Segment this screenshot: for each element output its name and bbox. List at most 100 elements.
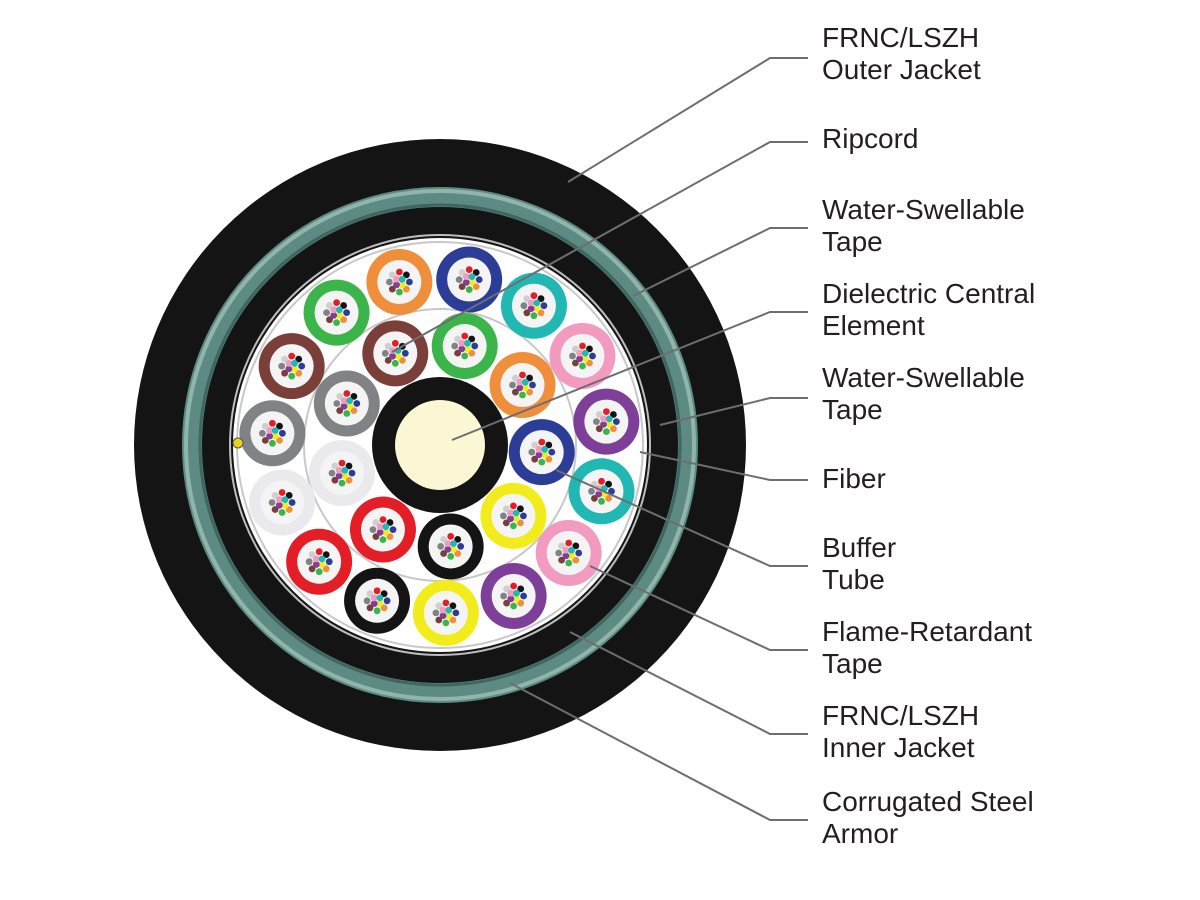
fiber-bundle xyxy=(386,268,413,296)
fiber xyxy=(266,427,273,434)
label-fiber-line-1: Fiber xyxy=(822,463,886,494)
fiber xyxy=(440,536,447,543)
fiber xyxy=(537,295,545,303)
fiber xyxy=(517,585,525,593)
fiber xyxy=(462,279,470,286)
fiber xyxy=(331,476,339,484)
label-buffer-tube-line-2: Tube xyxy=(822,564,885,595)
fiber xyxy=(328,469,336,477)
fiber xyxy=(605,415,613,423)
buffer-tube-gel xyxy=(428,524,473,569)
fiber xyxy=(464,339,471,347)
fiber xyxy=(520,592,527,600)
fiber xyxy=(295,369,303,377)
fiber xyxy=(288,372,296,380)
fiber xyxy=(398,275,406,283)
fiber xyxy=(603,408,610,415)
fiber xyxy=(517,519,524,527)
fiber xyxy=(343,410,351,417)
buffer-tube xyxy=(344,567,411,634)
fiber xyxy=(513,589,520,597)
fiber xyxy=(451,342,459,350)
fiber xyxy=(383,597,391,605)
buffer-tube-gel xyxy=(500,363,545,408)
fiber xyxy=(330,312,338,319)
buffer-tube xyxy=(362,320,429,387)
buffer-tube xyxy=(417,513,484,580)
fiber xyxy=(386,278,393,286)
buffer-tube-gel xyxy=(560,333,605,378)
ripcord xyxy=(232,437,244,449)
fiber xyxy=(439,612,447,620)
fiber xyxy=(512,388,519,396)
fiber xyxy=(266,432,273,440)
fiber xyxy=(323,309,330,316)
fiber xyxy=(512,374,519,382)
leader-line xyxy=(555,469,808,567)
leader-line xyxy=(639,451,808,481)
fiber xyxy=(468,273,476,281)
fiber xyxy=(581,355,589,363)
fiber xyxy=(432,609,440,617)
fiber xyxy=(338,479,346,487)
buffer-tube-gel xyxy=(519,430,564,475)
buffer-tube xyxy=(489,352,556,419)
buffer-tube-gel xyxy=(269,344,314,389)
fiber xyxy=(458,269,466,276)
buffer-tube xyxy=(436,246,503,313)
fiber xyxy=(403,285,410,293)
fiber xyxy=(389,352,396,360)
fiber xyxy=(271,506,279,513)
buffer-tube-gel xyxy=(250,411,295,456)
buffer-tube-gel xyxy=(442,324,487,369)
fiber xyxy=(527,305,535,312)
buffer-tube-gel xyxy=(324,381,369,426)
fiber xyxy=(445,606,453,614)
fiber xyxy=(322,565,330,573)
fiber xyxy=(261,422,269,430)
fiber xyxy=(535,445,543,453)
fiber xyxy=(341,466,349,474)
fiber xyxy=(376,523,384,531)
fiber xyxy=(545,441,553,449)
fiber xyxy=(579,362,586,370)
fiber xyxy=(384,342,392,350)
water-swellable-tape-outer xyxy=(229,234,651,656)
buffer-tube-gel xyxy=(373,331,418,376)
fiber xyxy=(588,487,595,495)
fiber xyxy=(318,555,326,563)
fiber xyxy=(439,606,447,614)
fiber xyxy=(281,496,289,503)
fiber xyxy=(541,445,548,453)
label-inner-jacket-line-2: Inner Jacket xyxy=(822,732,975,763)
fiber xyxy=(516,384,524,392)
leader-line xyxy=(659,397,808,426)
fiber xyxy=(598,497,605,505)
fiber xyxy=(445,612,453,620)
fiber xyxy=(381,349,389,357)
fiber xyxy=(386,519,394,526)
buffer-tube xyxy=(258,333,325,400)
fiber xyxy=(396,288,403,296)
fiber-bundle xyxy=(437,533,465,560)
fiber xyxy=(353,400,361,407)
buffer-tube xyxy=(366,248,433,315)
fiber xyxy=(468,335,476,343)
leader-line xyxy=(569,631,808,735)
fiber xyxy=(516,378,524,386)
fiber xyxy=(595,425,603,433)
fiber xyxy=(509,381,516,389)
label-outer-jacket-line-2: Outer Jacket xyxy=(822,54,981,85)
fiber xyxy=(340,397,348,405)
fiber xyxy=(531,441,539,449)
fiber-bundle xyxy=(278,352,306,380)
fiber xyxy=(373,587,381,595)
fiber xyxy=(379,516,387,523)
fiber xyxy=(312,561,320,568)
fiber xyxy=(325,558,333,566)
buffer-tube xyxy=(412,579,479,646)
armor-inner-edge xyxy=(198,203,682,687)
fiber-bundle xyxy=(333,390,361,417)
leader-line xyxy=(567,57,808,183)
